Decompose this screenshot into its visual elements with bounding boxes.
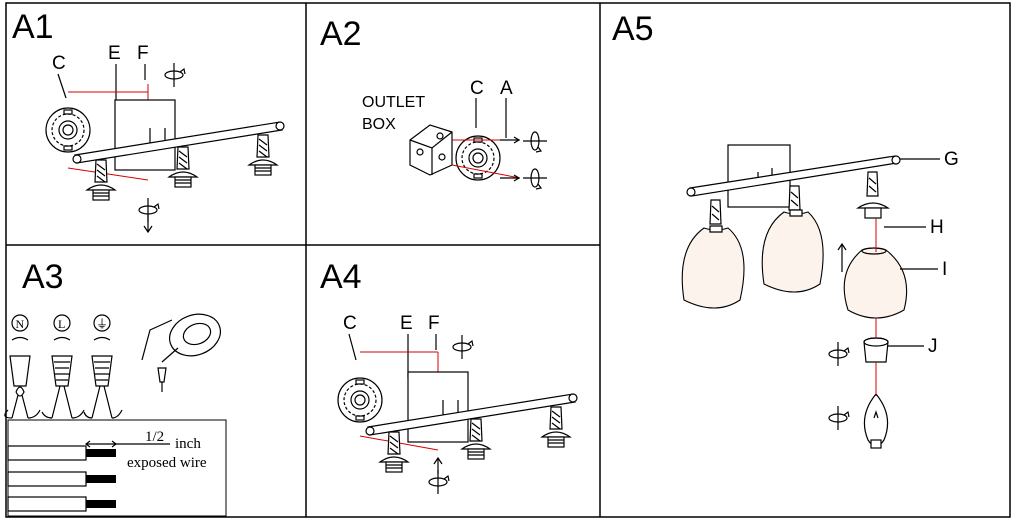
glass-shade-icon	[843, 247, 908, 319]
label-a: A	[500, 78, 513, 99]
rotation-arrow-icon	[138, 197, 160, 223]
panel-a1-title: A1	[12, 8, 54, 46]
label-c: C	[52, 53, 66, 74]
label-f: F	[137, 43, 149, 64]
outlet-box-icon	[409, 124, 453, 176]
panel-a2: A2 OUTLET BOX C A	[320, 15, 548, 190]
label-c: C	[343, 313, 357, 334]
label-e: E	[108, 43, 121, 64]
panel-a2-title: A2	[320, 15, 362, 53]
panel-a3-title: A3	[22, 258, 64, 296]
candle-bulb-icon	[863, 393, 889, 449]
wire-connector-icon	[41, 355, 85, 419]
panel-a4: A4 C E F	[320, 258, 577, 495]
panel-a5: A5	[612, 10, 959, 449]
neutral-symbol: N	[16, 317, 25, 331]
exposed-wire-caption: exposed wire	[127, 455, 207, 471]
label-box: BOX	[362, 116, 396, 133]
label-e: E	[400, 313, 413, 334]
live-symbol: L	[58, 317, 65, 331]
label-f: F	[428, 313, 440, 334]
label-h: H	[930, 217, 944, 238]
outer-frame	[5, 2, 1011, 518]
rotation-arrow-icon	[522, 131, 548, 153]
strip-length-unit: inch	[175, 436, 201, 452]
rotation-arrow-icon	[828, 405, 850, 431]
rotation-arrow-icon	[828, 341, 850, 367]
fixture-assembly-icon	[73, 100, 284, 200]
panel-a4-title: A4	[320, 258, 362, 296]
fixture-assembly-icon	[366, 372, 577, 472]
wire-connector-icon	[4, 355, 41, 419]
strip-length-value: 1/2	[145, 429, 164, 445]
fixture-assembly-icon	[681, 144, 901, 309]
label-outlet: OUTLET	[362, 94, 425, 111]
panel-a3: A3 N L ⏚	[4, 258, 227, 517]
label-c: C	[470, 78, 484, 99]
label-g: G	[944, 149, 959, 170]
panel-a1: A1 C E F	[12, 8, 284, 234]
exposed-wire-diagram	[7, 440, 170, 512]
ring-nut-icon	[863, 337, 889, 363]
rotation-arrow-icon	[428, 469, 450, 495]
panel-a5-title: A5	[612, 10, 654, 48]
rotation-arrow-icon	[164, 62, 186, 88]
label-i: I	[942, 259, 947, 280]
mounting-plate-icon	[337, 377, 383, 423]
electrical-tape-icon	[141, 313, 221, 392]
mounting-plate-icon	[45, 107, 91, 153]
rotation-arrow-icon	[522, 168, 548, 190]
wire-connector-icon	[83, 355, 123, 419]
label-j: J	[928, 336, 938, 357]
ground-symbol: ⏚	[96, 317, 108, 331]
rotation-arrow-icon	[452, 334, 474, 360]
